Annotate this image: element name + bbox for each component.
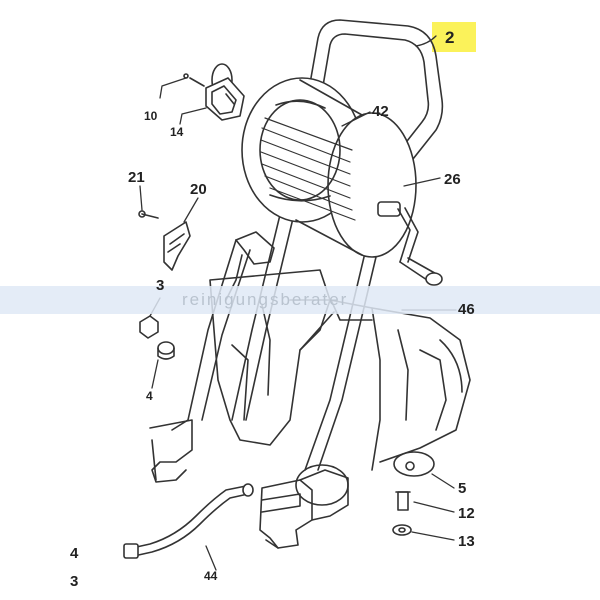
- label-part-3-upper: 3: [156, 277, 165, 294]
- label-part-46: 46: [458, 301, 475, 318]
- label-part-4-upper: 4: [146, 389, 153, 403]
- label-part-3-lower: 3: [70, 573, 79, 590]
- hose-reel: [241, 77, 417, 258]
- label-part-13: 13: [458, 533, 475, 550]
- bolt-12: [395, 491, 411, 511]
- label-part-42: 42: [372, 103, 389, 120]
- nut-3: [139, 315, 159, 339]
- label-part-21: 21: [128, 169, 145, 186]
- screw-21: [138, 210, 159, 219]
- label-part-10: 10: [144, 109, 158, 123]
- frame-handle: [231, 19, 444, 471]
- leader-lines: [139, 35, 457, 571]
- watermark-band: [0, 286, 600, 314]
- pulley-assembly: [183, 63, 245, 121]
- label-part-4-lower: 4: [70, 545, 79, 562]
- label-part-26: 26: [444, 171, 461, 188]
- label-part-20: 20: [190, 181, 207, 198]
- label-part-2: 2: [445, 28, 455, 47]
- label-part-44: 44: [204, 569, 218, 583]
- reel-crank: [377, 201, 443, 286]
- label-part-5: 5: [458, 480, 467, 497]
- label-part-14: 14: [170, 125, 184, 139]
- washer-13: [392, 524, 412, 536]
- bracket-clip-20: [163, 221, 191, 271]
- part-2-highlight: [432, 22, 476, 52]
- hose-44: [123, 483, 254, 559]
- bushing-4: [157, 341, 175, 360]
- label-part-12: 12: [458, 505, 475, 522]
- watermark-text: reinigungsberater: [182, 290, 349, 309]
- left-bracket: [149, 231, 275, 483]
- wheel: [393, 451, 435, 477]
- right-bracket: [259, 464, 349, 549]
